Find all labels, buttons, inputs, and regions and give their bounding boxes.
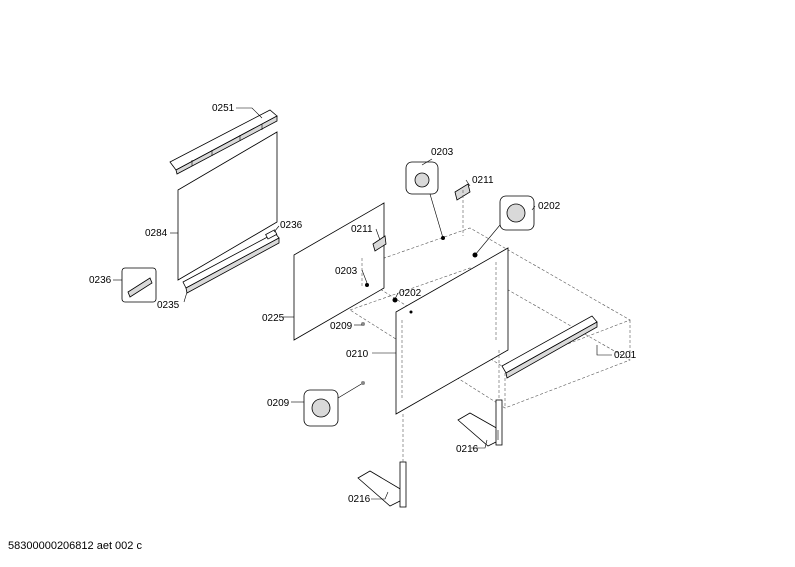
label-0216-right: 0216 <box>456 444 479 455</box>
middle-glass-pane <box>293 202 385 341</box>
inner-glass-pane <box>177 131 278 281</box>
screw-callout-top <box>405 161 444 239</box>
label-0211-right: 0211 <box>472 175 494 186</box>
label-0202-right: 0202 <box>538 201 561 212</box>
screw-dot <box>365 283 369 287</box>
label-0202-left: 0202 <box>399 288 422 299</box>
bracket-small <box>372 183 471 252</box>
label-0284: 0284 <box>145 228 168 239</box>
label-0209-lower: 0209 <box>267 398 290 409</box>
door-handle <box>501 315 598 379</box>
knob-callout-left <box>303 382 364 427</box>
hinge-left <box>357 461 407 508</box>
label-0203-top: 0203 <box>431 147 454 158</box>
knob-callout-right <box>474 195 535 256</box>
label-0209-upper: 0209 <box>330 321 353 332</box>
lower-trim-strip <box>182 232 280 294</box>
label-0216-left: 0216 <box>348 494 371 505</box>
screw-dot <box>472 252 478 258</box>
label-0236-right: 0236 <box>280 220 303 231</box>
clip-detail-callout <box>121 267 157 303</box>
label-0225: 0225 <box>262 313 285 324</box>
screw-dot <box>392 297 398 303</box>
label-0203-left: 0203 <box>335 266 358 277</box>
label-0210: 0210 <box>346 349 369 360</box>
document-code: 58300000206812 aet 002 c <box>8 540 142 552</box>
front-door-panel <box>395 247 509 415</box>
leader-lines <box>113 107 612 500</box>
top-trim-strip <box>169 109 278 175</box>
label-0201: 0201 <box>614 350 637 361</box>
hinge-right <box>457 399 503 447</box>
label-0235: 0235 <box>157 300 180 311</box>
screw-dot <box>409 310 413 314</box>
label-0211-left: 0211 <box>351 224 373 235</box>
label-0236-left: 0236 <box>89 275 112 286</box>
screw-dot <box>441 236 445 240</box>
clip-small <box>265 229 278 240</box>
screw-dot <box>361 322 365 326</box>
screw-dot <box>361 381 365 385</box>
label-0251: 0251 <box>212 103 235 114</box>
